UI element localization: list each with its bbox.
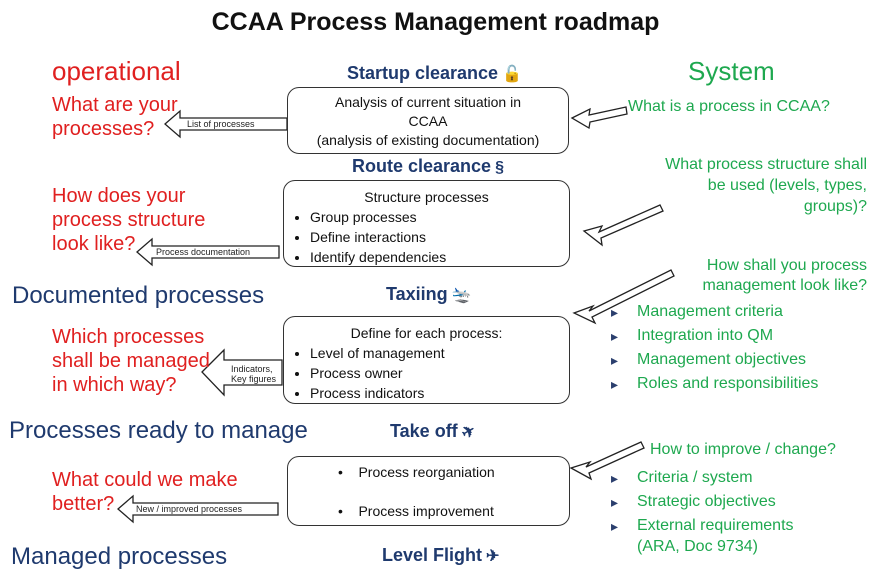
box-3-item: Process owner	[310, 363, 569, 383]
output-arrow-4	[117, 494, 279, 524]
box-4-item-1-label: Process reorganiation	[358, 464, 495, 480]
step-box-analysis: Analysis of current situation in CCAA (a…	[287, 87, 569, 154]
right-question-4: How to improve / change?	[650, 441, 836, 458]
box-2-item: Group processes	[310, 207, 569, 227]
left-question-1: What are your processes?	[52, 93, 178, 141]
stage-startup-clearance: Startup clearance🔓	[347, 63, 522, 84]
right-list-item: Criteria / system	[611, 466, 794, 490]
box-2-heading: Structure processes	[364, 189, 489, 205]
box-1-line-2: CCAA	[408, 113, 448, 129]
page-title: CCAA Process Management roadmap	[211, 8, 660, 36]
box-4-item-2-label: Process improvement	[358, 503, 494, 519]
left-question-2-line-3: look like?	[52, 233, 136, 255]
right-question-3-list: Management criteria Integration into QM …	[611, 300, 818, 396]
right-list-item: External requirements	[611, 514, 794, 538]
stage-take-off: Take off✈	[390, 421, 479, 443]
left-question-2-line-1: How does your	[52, 185, 186, 207]
right-list-item: Roles and responsibilities	[611, 372, 818, 396]
right-question-2-line-3: groups)?	[803, 198, 867, 215]
input-arrow-3	[572, 269, 675, 325]
input-arrow-4	[569, 441, 645, 481]
left-question-3-line-3: in which way?	[52, 374, 177, 396]
input-arrow-1	[570, 106, 628, 130]
right-list-item: Strategic objectives	[611, 490, 794, 514]
stage-5-label: Level Flight	[382, 545, 483, 565]
step-box-structure: Structure processes Group processes Defi…	[283, 180, 570, 267]
stage-route-clearance: Route clearance§	[352, 156, 504, 177]
milestone-managed: Managed processes	[11, 543, 228, 570]
output-label-3: Indicators, Key figures	[231, 364, 276, 384]
left-heading: operational	[52, 56, 181, 86]
box-1-line-1: Analysis of current situation in	[335, 94, 521, 110]
right-question-2-line-1: What process structure shall	[665, 156, 867, 173]
stage-taxiing: Taxiing🛬	[386, 284, 472, 305]
output-arrow-2	[136, 237, 280, 267]
left-question-3-line-2: shall be managed	[52, 350, 210, 372]
right-list-item: Management criteria	[611, 300, 818, 324]
output-label-3-line-1: Indicators,	[231, 364, 273, 374]
box-3-item: Process indicators	[310, 383, 569, 403]
right-question-2-line-2: be used (levels, types,	[707, 177, 867, 194]
left-question-4-line-2: better?	[52, 493, 115, 515]
route-icon: §	[495, 159, 504, 176]
output-label-4: New / improved processes	[136, 504, 243, 514]
right-list-item: Integration into QM	[611, 324, 818, 348]
right-list-item-continuation: (ARA, Doc 9734)	[637, 538, 758, 555]
plane-icon: ✈	[486, 548, 500, 565]
left-question-2-line-2: process structure	[52, 209, 206, 231]
box-2-item: Define interactions	[310, 227, 569, 247]
left-question-1-line-1: What are your	[52, 94, 178, 116]
output-label-3-line-2: Key figures	[231, 374, 277, 384]
box-4-item-1: • Process reorganiation	[338, 464, 495, 480]
box-4-item-2: • Process improvement	[338, 503, 494, 519]
stage-level-flight: Level Flight✈	[382, 545, 499, 566]
stage-1-label: Startup clearance	[347, 63, 499, 83]
left-question-1-line-2: processes?	[52, 118, 155, 140]
box-3-item: Level of management	[310, 343, 569, 363]
stage-3-label: Taxiing	[386, 284, 448, 304]
step-box-improve: • Process reorganiation • Process improv…	[287, 456, 570, 526]
box-3-list: Level of management Process owner Proces…	[284, 343, 569, 403]
input-arrow-2	[582, 204, 664, 247]
step-box-define: Define for each process: Level of manage…	[283, 316, 570, 404]
output-arrow-3	[201, 348, 283, 397]
right-question-3: How shall you process management look li…	[702, 256, 867, 296]
box-2-item: Identify dependencies	[310, 247, 569, 267]
right-heading: System	[688, 56, 775, 86]
milestone-documented: Documented processes	[12, 282, 265, 309]
left-question-2: How does your process structure look lik…	[52, 184, 205, 256]
lock-icon: 🔓	[502, 66, 522, 83]
milestone-ready: Processes ready to manage	[9, 417, 308, 444]
left-question-3: Which processes shall be managed in whic…	[52, 325, 210, 397]
right-question-1: What is a process in CCAA?	[628, 98, 830, 115]
right-question-3-line-1: How shall you process	[706, 257, 867, 274]
box-1-line-3: (analysis of existing documentation)	[316, 132, 540, 148]
right-question-2: What process structure shall be used (le…	[665, 154, 867, 217]
output-label-2: Process documentation	[156, 247, 251, 257]
stage-2-label: Route clearance	[352, 156, 492, 176]
box-2-list: Group processes Define interactions Iden…	[284, 207, 569, 267]
left-question-4-line-1: What could we make	[52, 469, 238, 491]
stage-4-label: Take off	[390, 421, 458, 441]
taxi-icon: 🛬	[451, 287, 472, 304]
box-3-heading: Define for each process:	[350, 325, 503, 341]
right-question-3-line-2: management look like?	[702, 277, 867, 294]
left-question-3-line-1: Which processes	[52, 326, 205, 348]
right-list-item: Management objectives	[611, 348, 818, 372]
right-question-4-list: Criteria / system Strategic objectives E…	[611, 466, 794, 538]
left-question-4: What could we make better?	[52, 468, 238, 516]
output-label-1: List of processes	[187, 119, 255, 129]
